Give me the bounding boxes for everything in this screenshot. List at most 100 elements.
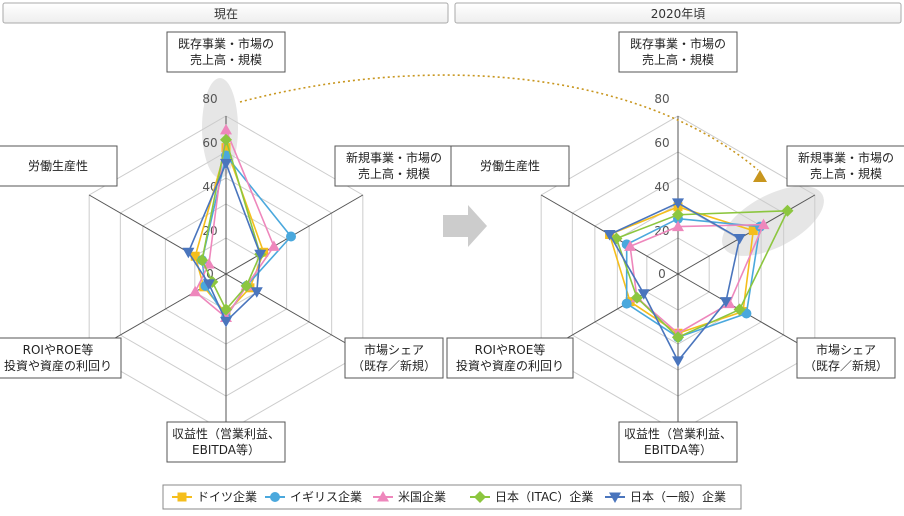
legend-marker-icon xyxy=(270,492,280,502)
radial-tick-label: 80 xyxy=(654,92,669,106)
data-point xyxy=(630,291,643,304)
data-point xyxy=(202,258,215,269)
data-point xyxy=(220,303,232,316)
axis-spoke xyxy=(677,194,816,275)
radial-tick-label: 0 xyxy=(658,267,666,281)
data-point xyxy=(196,254,209,267)
axis-label: 売上高・規模 xyxy=(190,52,262,67)
axis-label: EBITDA等） xyxy=(644,443,712,457)
radar-series-current xyxy=(182,123,296,328)
right-panel-header: 2020年頃 xyxy=(454,2,902,24)
legend-label: ドイツ企業 xyxy=(197,489,257,504)
axis-label: 新規事業・市場の xyxy=(346,150,442,165)
axis-label: 労働生産性 xyxy=(28,158,88,173)
legend-marker-icon xyxy=(177,492,187,502)
data-point xyxy=(182,247,195,259)
axis-label: 市場シェア xyxy=(364,342,424,357)
legend-label: 日本（一般）企業 xyxy=(630,489,726,504)
data-point xyxy=(221,143,231,153)
data-point xyxy=(603,230,616,241)
left-panel-header: 現在 xyxy=(2,2,449,24)
axis-label: EBITDA等） xyxy=(192,443,260,457)
legend: ドイツ企業 イギリス企業 米国企業 日本（ITAC）企業 日本（一般）企業 xyxy=(162,484,742,510)
axis-label: 新規事業・市場の xyxy=(798,150,894,165)
axis-label: 収益性（営業利益、 xyxy=(624,427,732,441)
highlight-new-sales xyxy=(722,186,824,256)
right-panel-title: 2020年頃 xyxy=(651,7,706,21)
data-point xyxy=(202,279,215,290)
axis-label: 売上高・規模 xyxy=(358,166,430,181)
radial-tick-label: 40 xyxy=(654,180,669,194)
connector-arrowhead-icon xyxy=(753,170,767,182)
axis-label: 投資や資産の利回り xyxy=(4,358,112,373)
axis-label-box: 収益性（営業利益、 EBITDA等） xyxy=(618,421,738,463)
data-point xyxy=(637,289,650,300)
axis-label: 収益性（営業利益、 xyxy=(172,427,280,441)
axis-label: 既存事業・市場の xyxy=(178,36,274,51)
radial-tick-label: 60 xyxy=(202,136,217,150)
data-point xyxy=(220,133,232,146)
legend-label: 米国企業 xyxy=(398,489,446,504)
data-point xyxy=(220,123,232,135)
axis-label: （既存／新規） xyxy=(352,358,436,373)
data-point xyxy=(733,233,746,245)
axis-label-box: 収益性（営業利益、 EBITDA等） xyxy=(166,421,286,463)
axis-label: 売上高・規模 xyxy=(810,166,882,181)
legend-marker-icon xyxy=(474,491,486,503)
axis-label-box: 労働生産性 xyxy=(450,145,570,187)
axis-label: 既存事業・市場の xyxy=(630,36,726,51)
data-point xyxy=(220,316,232,328)
data-point xyxy=(672,198,684,209)
axis-label-box: 市場シェア（既存／新規） xyxy=(796,337,896,379)
axis-label-box: 市場シェア（既存／新規） xyxy=(344,337,444,379)
data-point xyxy=(250,287,263,298)
data-point xyxy=(672,356,684,367)
radar-series-2020 xyxy=(603,198,794,367)
data-point xyxy=(733,303,746,316)
radial-tick-label: 0 xyxy=(206,267,214,281)
data-point xyxy=(621,298,632,309)
radial-tick-label: 60 xyxy=(654,136,669,150)
data-point xyxy=(267,240,280,251)
data-point xyxy=(748,226,758,236)
data-point xyxy=(781,204,794,217)
left-panel-title: 現在 xyxy=(214,7,238,21)
legend-label: イギリス企業 xyxy=(290,489,362,504)
legend-box xyxy=(162,484,742,510)
trend-connector-arrow xyxy=(239,74,759,171)
data-point xyxy=(624,240,637,251)
axis-label-box: 労働生産性 xyxy=(0,145,118,187)
axis-label: 労働生産性 xyxy=(480,158,540,173)
data-point xyxy=(189,285,202,297)
axis-label: ROIやROE等 xyxy=(23,343,94,357)
legend-label: 日本（ITAC）企業 xyxy=(495,489,593,504)
axis-label: （既存／新規） xyxy=(804,358,888,373)
data-point xyxy=(240,279,253,292)
data-point xyxy=(220,158,232,170)
legend-marker-icon xyxy=(609,492,621,503)
data-point xyxy=(285,231,296,242)
axis-label: 投資や資産の利回り xyxy=(456,358,564,373)
data-point xyxy=(672,208,684,221)
axis-labels-current: 既存事業・市場の売上高・規模新規事業・市場の売上高・規模市場シェア（既存／新規）… xyxy=(0,31,454,463)
axis-label: 売上高・規模 xyxy=(642,52,714,67)
data-point xyxy=(254,249,267,261)
data-point xyxy=(757,218,770,230)
transition-arrow-icon xyxy=(443,205,487,247)
data-point xyxy=(672,220,684,232)
data-point xyxy=(672,331,684,344)
legend-marker-icon xyxy=(377,491,389,502)
axis-label: ROIやROE等 xyxy=(475,343,546,357)
axis-label: 市場シェア xyxy=(816,342,876,357)
axis-labels-2020: 既存事業・市場の売上高・規模新規事業・市場の売上高・規模市場シェア（既存／新規）… xyxy=(446,31,904,463)
data-point xyxy=(719,297,732,308)
radial-tick-label: 80 xyxy=(202,92,217,106)
